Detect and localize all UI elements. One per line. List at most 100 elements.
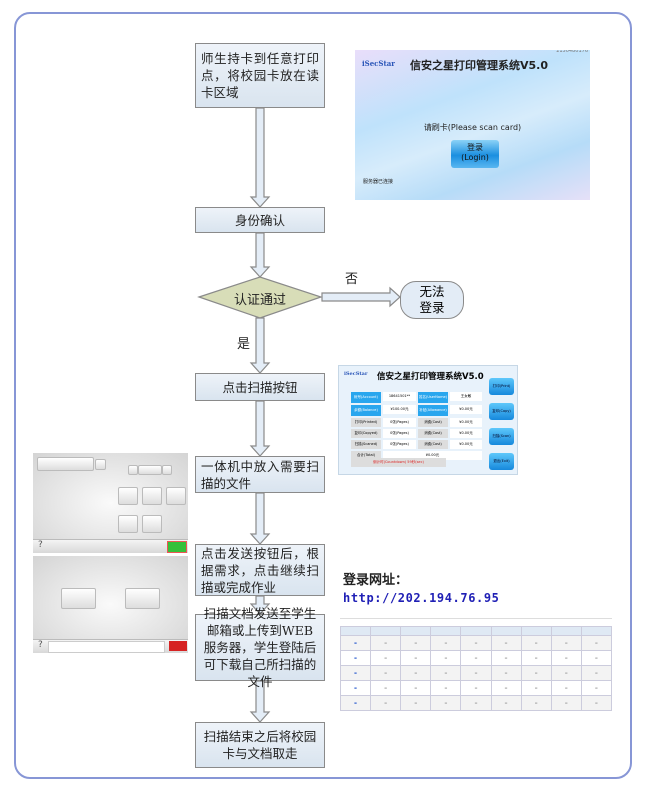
- table-cell[interactable]: ▬: [339, 680, 372, 696]
- send-button[interactable]: [167, 541, 187, 553]
- table-cell: ▬: [520, 680, 552, 696]
- table-header: [339, 626, 613, 636]
- sides-option[interactable]: [166, 487, 186, 505]
- gear-icon[interactable]: [95, 459, 106, 470]
- table-cell[interactable]: ▬: [339, 650, 372, 666]
- arrow-down-icon: [249, 595, 271, 615]
- login-screenshot: 2150480176 iSecStar 信安之星打印管理系统V5.0 请刷卡(P…: [355, 50, 590, 200]
- table-cell: ▬: [400, 665, 432, 681]
- decision-diamond: [197, 276, 323, 319]
- column-header: [430, 626, 462, 636]
- table-cell: ▬: [550, 635, 582, 651]
- table-cell[interactable]: ▬: [339, 695, 372, 711]
- bottom-bar: ?: [33, 539, 188, 553]
- menu-button[interactable]: 复印(Copy): [489, 403, 514, 420]
- column-header: [520, 626, 552, 636]
- table-cell: ▬: [370, 635, 402, 651]
- menu-button[interactable]: 退出(Exit): [489, 453, 514, 470]
- table-cell: ▬: [490, 650, 522, 666]
- account-cell: 帐号(Account): [351, 392, 381, 403]
- arrow-down-icon: [249, 492, 271, 545]
- table-cell: ▬: [400, 680, 432, 696]
- table-cell: ▬: [430, 695, 462, 711]
- table-row: ▬▬▬▬▬▬▬▬▬: [339, 680, 613, 696]
- account-cell: 打印(Printed): [351, 418, 381, 427]
- step-click-scan: 点击扫描按钮: [195, 373, 325, 401]
- system-title: 信安之星打印管理系统V5.0: [377, 372, 484, 382]
- table-cell: ▬: [550, 665, 582, 681]
- countdown: 倒计时(Countdown) 59秒(sec): [351, 458, 446, 467]
- account-cell: 余额(Balance): [351, 405, 381, 416]
- table-cell: ▬: [490, 665, 522, 681]
- table-cell: ▬: [520, 695, 552, 711]
- timestamp: 2150480176: [556, 50, 588, 54]
- table-cell: ▬: [550, 680, 582, 696]
- step-place-document: 一体机中放入需要扫描的文件: [195, 456, 325, 493]
- table-cell[interactable]: ▬: [339, 665, 372, 681]
- file-list-screenshot: ▬▬▬▬▬▬▬▬▬▬▬▬▬▬▬▬▬▬▬▬▬▬▬▬▬▬▬▬▬▬▬▬▬▬▬▬▬▬▬▬…: [339, 611, 613, 711]
- send-option[interactable]: [118, 515, 138, 533]
- scan-prompt: 请刷卡(Please scan card): [423, 123, 522, 132]
- column-header: [400, 626, 432, 636]
- arrow-right-icon: [321, 286, 401, 308]
- cancel-button[interactable]: [169, 641, 187, 651]
- table-toolbar: [340, 619, 612, 626]
- table-cell: ▬: [490, 635, 522, 651]
- step-text: 扫描文档发送至学生邮箱或上传到WEB服务器，学生登陆后可下载自己所扫描的文件: [203, 606, 317, 689]
- finish-button[interactable]: [125, 588, 160, 609]
- help-icon[interactable]: ?: [38, 540, 43, 550]
- account-cell: 消费(Cost): [418, 440, 448, 449]
- table-cell: ▬: [400, 650, 432, 666]
- menu-button[interactable]: 打印(Print): [489, 378, 514, 395]
- logo: iSecStar: [344, 371, 368, 377]
- table-cell: ▬: [430, 650, 462, 666]
- step-text: 一体机中放入需要扫描的文件: [201, 458, 319, 491]
- account-cell: ¥0.00元: [450, 405, 482, 414]
- plus-button[interactable]: [162, 465, 172, 475]
- column-header: [580, 626, 613, 636]
- color-option[interactable]: [118, 487, 138, 505]
- table-cell: ▬: [430, 665, 462, 681]
- menu-button[interactable]: 扫描(Scan): [489, 428, 514, 445]
- account-grid: 帐号(Account)18641501**姓名(UserName)王女敏余额(B…: [351, 392, 482, 460]
- table-row: ▬▬▬▬▬▬▬▬▬: [339, 650, 613, 666]
- decision-text: 认证通过: [234, 293, 287, 308]
- table-cell: ▬: [400, 695, 432, 711]
- step-text: 师生持卡到任意打印点，将校园卡放在读卡区域: [201, 51, 319, 100]
- column-header: [370, 626, 402, 636]
- system-title: 信安之星打印管理系统V5.0: [410, 59, 548, 72]
- account-cell: ¥0.00元: [450, 440, 482, 449]
- account-cell: ¥0.00元: [450, 429, 482, 438]
- table-cell: ▬: [430, 635, 462, 651]
- table-cell: ▬: [580, 635, 613, 651]
- table-cell: ▬: [520, 650, 552, 666]
- scan-next-button[interactable]: [61, 588, 96, 609]
- account-cell: 消费(Cost): [418, 418, 448, 427]
- minus-button[interactable]: [128, 465, 138, 475]
- table-cell: ▬: [520, 665, 552, 681]
- step-finish: 扫描结束之后将校园卡与文档取走: [195, 722, 325, 768]
- login-label-en: (Login): [461, 153, 489, 162]
- table-cell: ▬: [370, 650, 402, 666]
- destination-field[interactable]: [37, 457, 94, 471]
- step-text: 扫描结束之后将校园卡与文档取走: [203, 729, 317, 761]
- column-header: [460, 626, 492, 636]
- terminal-text: 无法登录: [419, 284, 445, 315]
- total-value: ¥0.00元: [383, 451, 482, 460]
- bottom-bar: ?: [33, 639, 188, 653]
- table-cell[interactable]: ▬: [339, 635, 372, 651]
- login-button[interactable]: 登录(Login): [451, 140, 499, 168]
- table-cell: ▬: [400, 635, 432, 651]
- table-cell: ▬: [370, 680, 402, 696]
- help-icon[interactable]: ?: [38, 640, 43, 650]
- column-header: [339, 626, 372, 636]
- table-row: ▬▬▬▬▬▬▬▬▬: [339, 635, 613, 651]
- yes-label: 是: [237, 337, 251, 352]
- content-option[interactable]: [142, 487, 162, 505]
- step-text: 身份确认: [234, 212, 285, 228]
- login-url[interactable]: http://202.194.76.95: [343, 591, 500, 605]
- step-deliver: 扫描文档发送至学生邮箱或上传到WEB服务器，学生登陆后可下载自己所扫描的文件: [195, 606, 325, 689]
- file-option[interactable]: [142, 515, 162, 533]
- table-cell: ▬: [430, 680, 462, 696]
- table-cell: ▬: [460, 650, 492, 666]
